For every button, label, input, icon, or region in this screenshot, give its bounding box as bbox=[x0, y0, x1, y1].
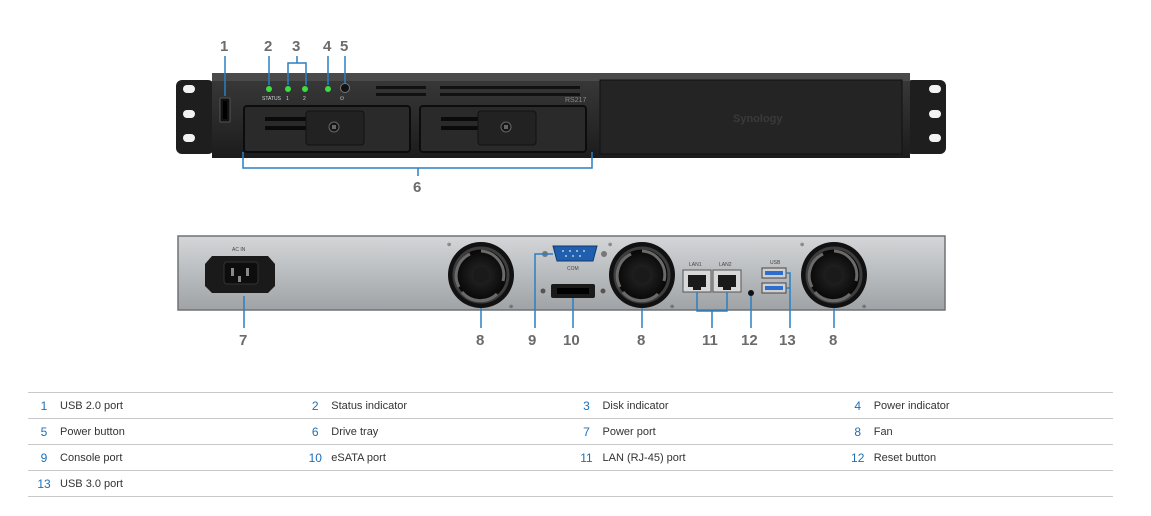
callout-2: 2 bbox=[264, 38, 272, 55]
legend-label: Power port bbox=[602, 418, 842, 445]
rear-panel: AC IN ⊕ ⊕ COM bbox=[177, 235, 946, 311]
legend-label: USB 2.0 port bbox=[60, 392, 300, 419]
front-vent-2 bbox=[440, 86, 580, 89]
rack-ear-left bbox=[176, 80, 214, 154]
callout-8b: 8 bbox=[637, 332, 645, 349]
legend-label: eSATA port bbox=[331, 444, 571, 471]
legend-label: Drive tray bbox=[331, 418, 571, 445]
lan1-port[interactable] bbox=[682, 269, 712, 293]
legend-number: 1 bbox=[28, 392, 61, 419]
legend-number: 8 bbox=[841, 418, 874, 445]
callout-8a: 8 bbox=[476, 332, 484, 349]
svg-text:⊕: ⊕ bbox=[800, 242, 804, 248]
power-button[interactable] bbox=[340, 83, 350, 93]
fan-3: ⊕ ⊕ bbox=[800, 242, 867, 310]
legend-number: 10 bbox=[299, 444, 332, 471]
legend-row: 1 USB 2.0 port 2 Status indicator 3 Disk… bbox=[28, 392, 1113, 419]
legend-label: Fan bbox=[873, 418, 1113, 445]
led-label-disk1: 1 bbox=[286, 96, 289, 102]
model-label: RS217 bbox=[565, 97, 587, 104]
power-port[interactable]: AC IN bbox=[205, 247, 275, 293]
front-panel: Synology STATUS 1 2 ⏻ RS217 bbox=[176, 73, 946, 158]
led-label-disk2: 2 bbox=[303, 96, 306, 102]
led-label-status: STATUS bbox=[262, 96, 282, 102]
legend-label: Power indicator bbox=[873, 392, 1113, 419]
brand-logo: Synology bbox=[733, 113, 783, 125]
reset-button[interactable] bbox=[748, 290, 754, 296]
legend-number: 7 bbox=[570, 418, 603, 445]
front-vent-1 bbox=[376, 86, 426, 89]
rear-callout-lines bbox=[243, 253, 835, 328]
lan-ports: LAN1 LAN2 bbox=[682, 262, 742, 293]
component-legend-table: 1 USB 2.0 port 2 Status indicator 3 Disk… bbox=[28, 392, 1113, 497]
callout-11: 11 bbox=[702, 332, 718, 349]
legend-row: 5 Power button 6 Drive tray 7 Power port… bbox=[28, 418, 1113, 445]
legend-label: Power button bbox=[60, 418, 300, 445]
callout-13: 13 bbox=[779, 332, 796, 349]
callout-6: 6 bbox=[413, 179, 421, 196]
legend-number: 3 bbox=[570, 392, 603, 419]
lan2-port[interactable] bbox=[712, 269, 742, 293]
status-led bbox=[266, 86, 272, 92]
console-port[interactable]: COM bbox=[542, 245, 607, 272]
usb-label: USB bbox=[770, 260, 781, 266]
legend-number: 2 bbox=[299, 392, 332, 419]
callout-8c: 8 bbox=[829, 332, 837, 349]
legend-row: 9 Console port 10 eSATA port 11 LAN (RJ-… bbox=[28, 444, 1113, 471]
legend-label: Console port bbox=[60, 444, 300, 471]
callout-5: 5 bbox=[340, 38, 348, 55]
usb3-port-2[interactable] bbox=[761, 282, 787, 294]
callout-10: 10 bbox=[563, 332, 580, 349]
lan1-label: LAN1 bbox=[689, 262, 702, 268]
callout-4: 4 bbox=[323, 38, 332, 55]
disk-led-2 bbox=[302, 86, 308, 92]
legend-number: 9 bbox=[28, 444, 61, 471]
legend-number: 12 bbox=[841, 444, 874, 471]
legend-number: 13 bbox=[28, 470, 61, 497]
ac-in-label: AC IN bbox=[232, 247, 246, 253]
svg-text:⊕: ⊕ bbox=[509, 304, 513, 310]
legend-number: 5 bbox=[28, 418, 61, 445]
legend-number: 4 bbox=[841, 392, 874, 419]
legend-label: USB 3.0 port bbox=[60, 470, 300, 497]
front-cover-panel bbox=[599, 79, 903, 155]
svg-text:⊕: ⊕ bbox=[447, 242, 451, 248]
lan2-label: LAN2 bbox=[719, 262, 732, 268]
callout-9: 9 bbox=[528, 332, 536, 349]
legend-label: Status indicator bbox=[331, 392, 571, 419]
front-callout-lines bbox=[224, 56, 593, 176]
led-label-power: ⏻ bbox=[340, 96, 344, 102]
drive-tray-1[interactable] bbox=[243, 105, 411, 153]
svg-text:⊕: ⊕ bbox=[670, 304, 674, 310]
esata-port[interactable] bbox=[540, 284, 606, 298]
callout-1: 1 bbox=[220, 38, 228, 55]
legend-label: Disk indicator bbox=[602, 392, 842, 419]
drive-tray-2[interactable] bbox=[419, 105, 587, 153]
legend-number: 6 bbox=[299, 418, 332, 445]
svg-text:⊕: ⊕ bbox=[608, 242, 612, 248]
legend-label: Reset button bbox=[873, 444, 1113, 471]
legend-label: LAN (RJ-45) port bbox=[602, 444, 842, 471]
legend-number: 11 bbox=[570, 444, 603, 471]
callout-3: 3 bbox=[292, 38, 300, 55]
usb3-port-1[interactable] bbox=[761, 267, 787, 279]
power-led bbox=[325, 86, 331, 92]
svg-text:⊕: ⊕ bbox=[862, 304, 866, 310]
callout-12: 12 bbox=[741, 332, 758, 349]
com-label: COM bbox=[567, 266, 579, 272]
legend-row: 13 USB 3.0 port bbox=[28, 470, 1113, 497]
disk-led-1 bbox=[285, 86, 291, 92]
fan-2: ⊕ ⊕ bbox=[608, 242, 675, 310]
fan-1: ⊕ ⊕ bbox=[447, 242, 514, 310]
callout-7: 7 bbox=[239, 332, 247, 349]
